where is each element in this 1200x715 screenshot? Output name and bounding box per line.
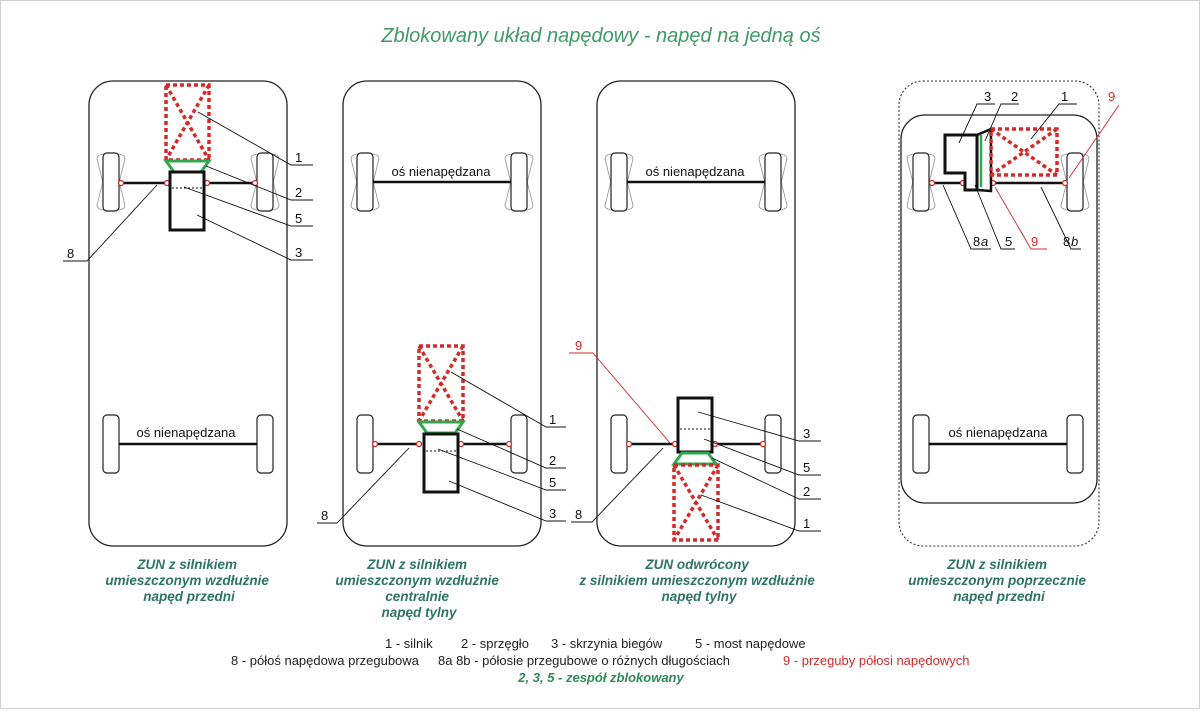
gearbox (168, 170, 206, 232)
svg-text:5: 5 (295, 211, 302, 226)
rear-right-wheel (1066, 414, 1084, 474)
svg-text:1: 1 (1061, 89, 1068, 104)
svg-text:3: 3 (803, 426, 810, 441)
diagram-title: Zblokowany układ napędowy - napęd na jed… (380, 25, 820, 47)
rear-right-wheel (256, 414, 274, 474)
caption-3: ZUN odwrócony z silnikiem umieszczonym w… (578, 557, 818, 604)
clutch (671, 451, 719, 466)
svg-text:8 - półoś napędowa przegubowa: 8 - półoś napędowa przegubowa (231, 653, 420, 668)
svg-text:9 - przeguby półosi napędowych: 9 - przeguby półosi napędowych (783, 653, 969, 668)
svg-text:1 - silnik: 1 - silnik (385, 636, 433, 651)
svg-text:1: 1 (549, 412, 556, 427)
svg-text:2: 2 (803, 484, 810, 499)
svg-text:3: 3 (549, 506, 556, 521)
gearbox (676, 396, 714, 454)
svg-text:5 - most napędowe: 5 - most napędowe (695, 636, 806, 651)
svg-text:2, 3, 5 - zespół zblokowany: 2, 3, 5 - zespół zblokowany (517, 670, 684, 685)
svg-text:2: 2 (295, 185, 302, 200)
engine (417, 344, 465, 423)
svg-text:3: 3 (295, 245, 302, 260)
engine (164, 83, 211, 162)
svg-text:8a 8b - półosie przegubowe o r: 8a 8b - półosie przegubowe o różnych dłu… (438, 653, 730, 668)
engine (989, 127, 1059, 177)
svg-text:1: 1 (803, 516, 810, 531)
car-body (596, 80, 796, 547)
car-body (342, 80, 542, 547)
car-body (900, 114, 1098, 504)
rear-right-wheel (510, 414, 528, 474)
svg-text:8: 8 (1063, 234, 1070, 249)
svg-text:a: a (981, 234, 988, 249)
svg-text:9: 9 (1108, 89, 1115, 104)
axle-label: oś nienapędzana (948, 425, 1048, 440)
clutch (416, 420, 466, 435)
rear-right-wheel (764, 414, 782, 474)
engine (672, 463, 720, 542)
axle-label: oś nienapędzana (391, 164, 491, 179)
svg-text:5: 5 (549, 475, 556, 490)
svg-text:5: 5 (1005, 234, 1012, 249)
clutch (975, 127, 993, 193)
rear-left-wheel (912, 414, 930, 474)
diagram-front-longitudinal: oś nienapędzana 1 2 5 3 8 (63, 80, 313, 604)
axle-label: oś nienapędzana (136, 425, 236, 440)
svg-text:1: 1 (295, 150, 302, 165)
svg-text:8: 8 (321, 508, 328, 523)
svg-text:b: b (1071, 234, 1078, 249)
svg-text:2 - sprzęgło: 2 - sprzęgło (461, 636, 529, 651)
svg-text:8: 8 (67, 246, 74, 261)
car-body-outline (898, 80, 1100, 547)
svg-text:5: 5 (803, 460, 810, 475)
rear-left-wheel (356, 414, 374, 474)
caption-4: ZUN z silnikiem umieszczonym poprzecznie… (908, 557, 1090, 604)
svg-text:9: 9 (1031, 234, 1038, 249)
svg-text:2: 2 (549, 453, 556, 468)
axle-label: oś nienapędzana (645, 164, 745, 179)
diagram-front-transverse: oś nienapędzana 3 2 1 9 8 (898, 80, 1120, 604)
caption-1: ZUN z silnikiem umieszczonym wzdłużnie n… (105, 557, 272, 604)
clutch (163, 159, 212, 174)
svg-text:8: 8 (575, 507, 582, 522)
rear-left-wheel (610, 414, 628, 474)
rear-left-wheel (102, 414, 120, 474)
legend: 1 - silnik 2 - sprzęgło 3 - skrzynia bie… (231, 636, 969, 685)
caption-2: ZUN z silnikiem umieszczonym wzdłużnie c… (335, 557, 502, 620)
diagram-rear-reversed: oś nienapędzana 9 3 5 2 1 8 Z (569, 80, 821, 604)
car-body (88, 80, 288, 547)
svg-text:3 - skrzynia biegów: 3 - skrzynia biegów (551, 636, 663, 651)
diagram-rear-central: oś nienapędzana 1 2 5 3 8 ZUN z silnik (317, 80, 566, 620)
svg-text:9: 9 (575, 338, 582, 353)
gearbox (422, 432, 460, 494)
svg-text:3: 3 (984, 89, 991, 104)
svg-text:2: 2 (1011, 89, 1018, 104)
svg-text:8: 8 (973, 234, 980, 249)
